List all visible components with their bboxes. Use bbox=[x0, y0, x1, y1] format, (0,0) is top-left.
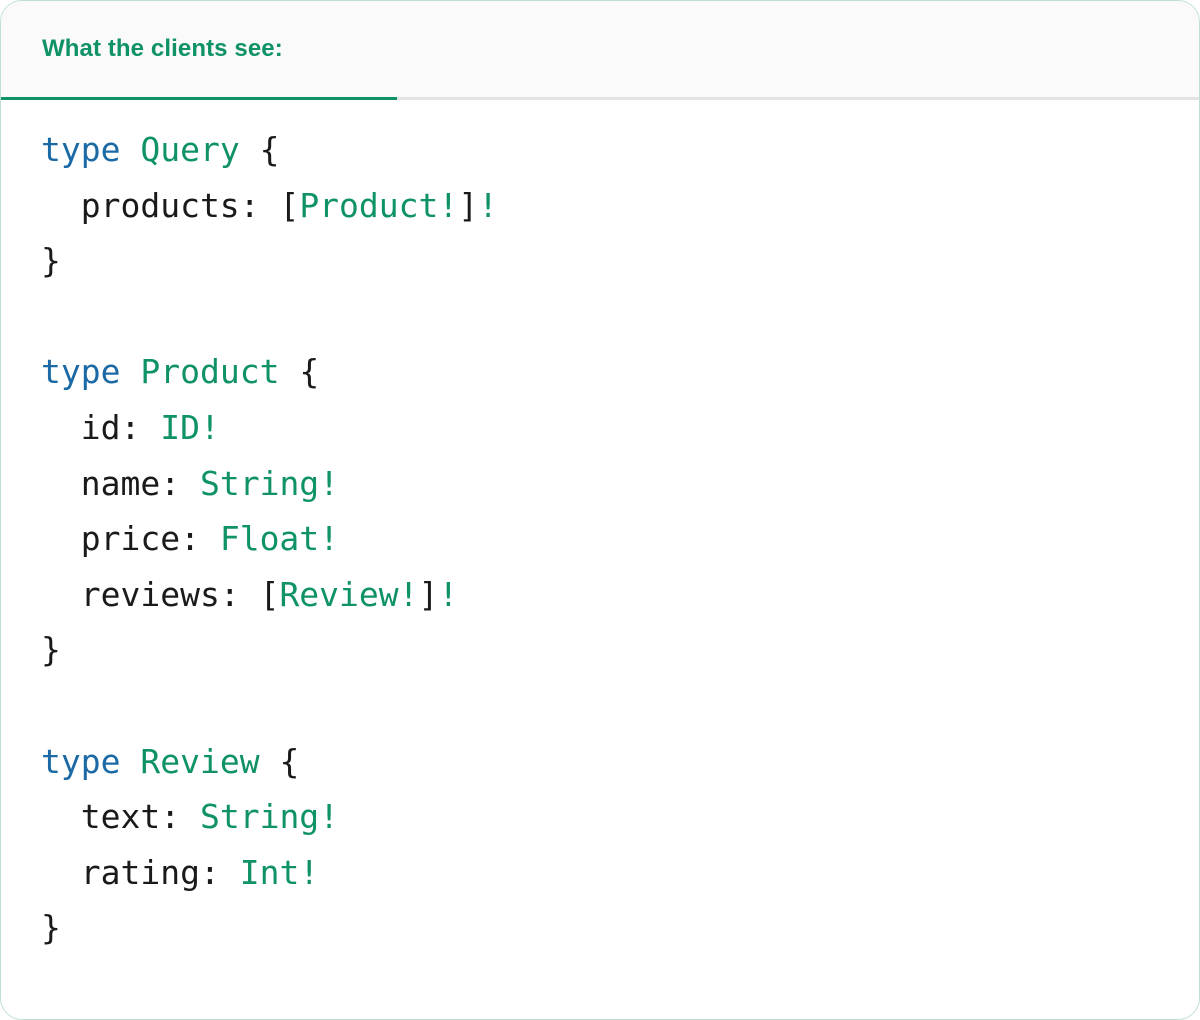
code-token: } bbox=[41, 630, 61, 670]
code-token: products bbox=[41, 185, 240, 225]
tab-label: What the clients see: bbox=[42, 35, 283, 62]
code-token: reviews bbox=[41, 574, 220, 614]
tab-bar: What the clients see: bbox=[1, 1, 1199, 100]
code-token: : bbox=[180, 519, 220, 559]
code-token: Float! bbox=[219, 519, 340, 559]
code-line: name: String! bbox=[41, 456, 1199, 512]
code-token: [ bbox=[259, 574, 280, 614]
code-token: { bbox=[259, 130, 280, 169]
code-line: type Query { bbox=[41, 122, 1199, 178]
code-token: Review bbox=[140, 741, 260, 781]
code-line: price: Float! bbox=[41, 511, 1199, 567]
code-line: } bbox=[41, 233, 1199, 289]
code-area[interactable]: type Query { products: [Product!]!} type… bbox=[1, 100, 1199, 1018]
code-token: : bbox=[160, 797, 200, 837]
code-token: [ bbox=[279, 185, 300, 225]
code-token: id bbox=[41, 407, 121, 447]
code-line: id: ID! bbox=[41, 400, 1199, 456]
code-token bbox=[120, 742, 140, 781]
code-line: reviews: [Review!]! bbox=[41, 567, 1199, 623]
code-token: name bbox=[41, 463, 161, 503]
code-token: { bbox=[299, 352, 320, 392]
code-token: ] bbox=[418, 574, 439, 614]
code-token: ] bbox=[458, 185, 479, 225]
code-line: } bbox=[41, 622, 1199, 678]
code-token bbox=[120, 352, 140, 391]
code-token bbox=[260, 742, 280, 781]
code-token: type bbox=[41, 130, 121, 169]
code-token: : bbox=[239, 185, 280, 225]
code-token: type bbox=[41, 741, 121, 781]
code-token: } bbox=[41, 241, 61, 281]
code-token bbox=[279, 352, 299, 391]
code-token bbox=[120, 130, 140, 169]
code-line: text: String! bbox=[41, 789, 1199, 845]
code-line bbox=[41, 289, 1199, 345]
code-token: : bbox=[199, 852, 240, 892]
code-line bbox=[41, 678, 1199, 734]
code-line: rating: Int! bbox=[41, 845, 1199, 901]
code-token: Review! bbox=[279, 574, 419, 614]
code-line: type Product { bbox=[41, 344, 1199, 400]
graphql-schema-code[interactable]: type Query { products: [Product!]!} type… bbox=[1, 122, 1199, 956]
code-token: price bbox=[41, 519, 181, 559]
code-token: ! bbox=[478, 185, 499, 225]
code-token: type bbox=[41, 352, 121, 392]
tab-what-the-clients-see[interactable]: What the clients see: bbox=[1, 1, 397, 100]
code-token: Int! bbox=[239, 852, 320, 892]
code-token: String! bbox=[199, 797, 340, 837]
code-token: text bbox=[41, 797, 161, 837]
code-token: : bbox=[120, 407, 161, 447]
code-token: } bbox=[41, 908, 61, 948]
code-line: } bbox=[41, 900, 1199, 956]
code-token: : bbox=[219, 574, 260, 614]
code-token: ID! bbox=[160, 407, 220, 447]
code-token: Product bbox=[140, 352, 280, 392]
code-line: products: [Product!]! bbox=[41, 178, 1199, 234]
code-token: rating bbox=[41, 852, 200, 892]
code-token: String! bbox=[199, 463, 340, 503]
code-token bbox=[240, 130, 260, 169]
code-token: Query bbox=[140, 130, 240, 169]
code-token: ! bbox=[438, 574, 459, 614]
code-token: Product! bbox=[299, 185, 459, 225]
code-line: type Review { bbox=[41, 734, 1199, 790]
code-token: { bbox=[279, 741, 300, 781]
code-token: : bbox=[160, 463, 200, 503]
